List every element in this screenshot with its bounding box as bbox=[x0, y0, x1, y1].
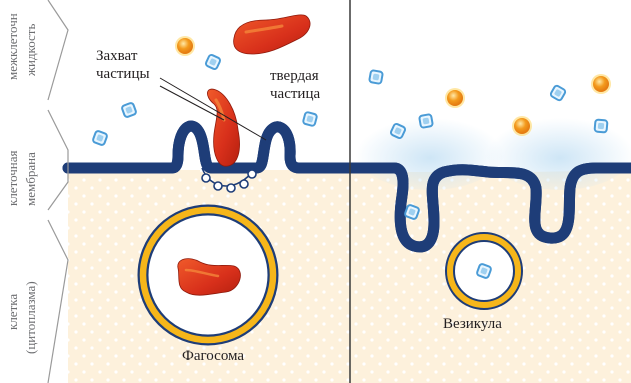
label-extracellular-2: жидкость bbox=[24, 24, 38, 76]
label-extracellular-1: межклеточн bbox=[6, 13, 20, 80]
label-capture-line2: частицы bbox=[96, 66, 150, 82]
region-brackets bbox=[48, 0, 68, 383]
label-vesicle: Везикула bbox=[443, 316, 502, 332]
label-membrane-1: клеточная bbox=[6, 151, 20, 207]
label-phagosome: Фагосома bbox=[182, 348, 244, 364]
label-capture-line1: Захват bbox=[96, 48, 137, 64]
label-cell-2: (цитоплазма) bbox=[24, 281, 38, 354]
solid-particle bbox=[234, 15, 310, 54]
callout-lines bbox=[160, 78, 266, 140]
label-cell-1: клетка bbox=[6, 294, 20, 330]
phagosome bbox=[143, 210, 273, 340]
label-membrane-2: мембрана bbox=[24, 152, 38, 206]
label-solid-line1: твердая bbox=[270, 68, 319, 84]
captured-particle bbox=[207, 89, 239, 166]
vesicle bbox=[450, 237, 518, 305]
label-solid-line2: частица bbox=[270, 86, 320, 102]
